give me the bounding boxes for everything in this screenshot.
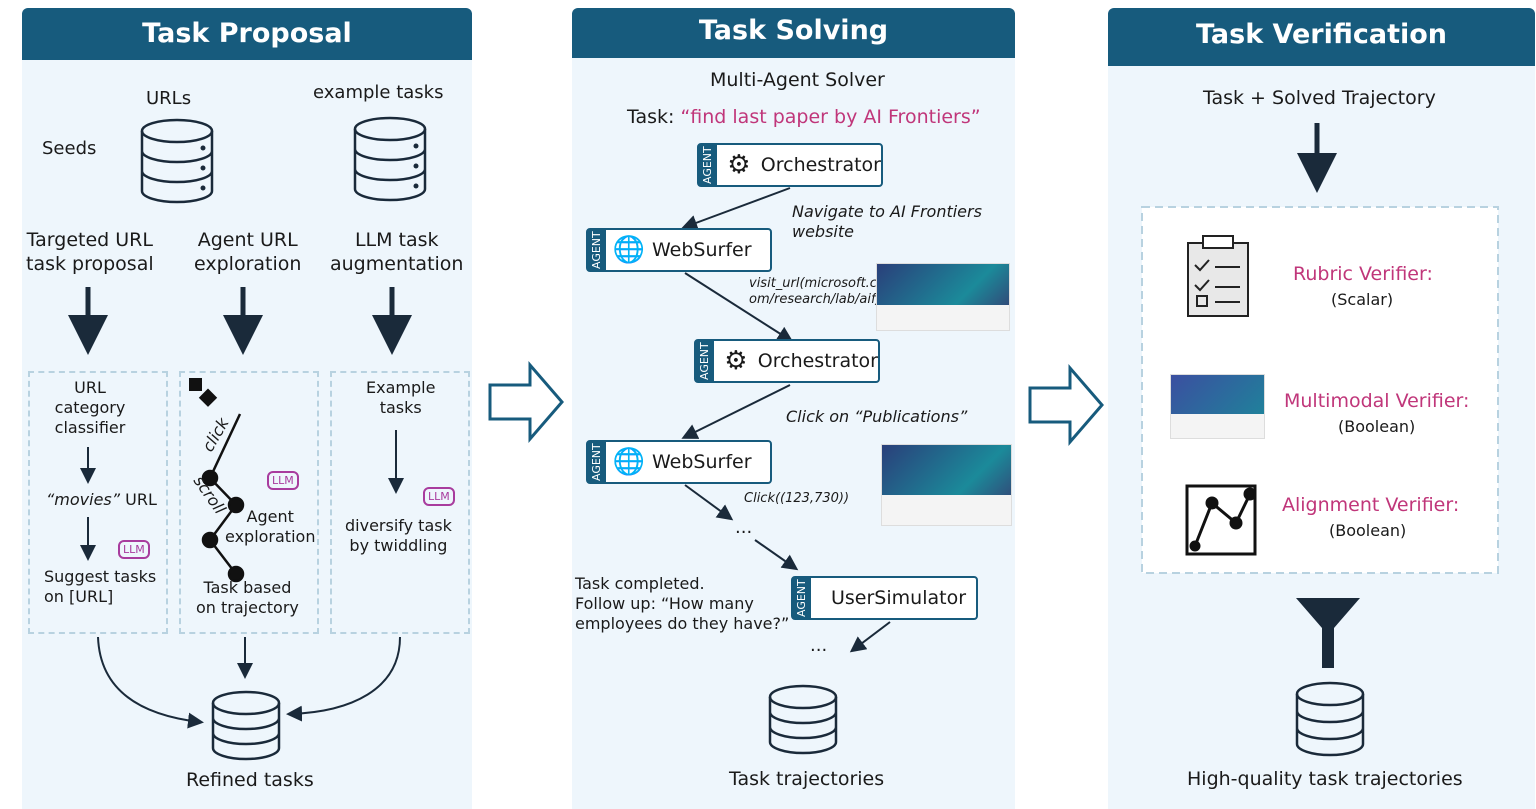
agent-exploration-text: Agent exploration [225,507,316,546]
globe-icon: 🌐 [612,235,646,265]
task-solving-panel: Task Solving [572,8,1015,809]
task-verification-title: Task Verification [1108,8,1535,66]
ellipsis: ... [735,517,753,538]
globe-icon: 🌐 [612,447,646,477]
alignment-graph-icon [1185,484,1257,556]
step-visit-url: visit_url(microsoft.c om/research/lab/ai… [749,276,881,308]
task-solving-title: Task Solving [572,8,1015,58]
exploration-path-icon [201,413,245,583]
gear-icon: ⚙ [724,346,748,376]
multi-agent-solver-label: Multi-Agent Solver [710,69,885,91]
screenshots-stack-icon [1170,374,1265,439]
gear-icon: ⚙ [727,150,751,180]
llm-icon: LLM [267,471,299,490]
usersimulator-agent: AGENT UserSimulator [791,576,978,620]
task-text: “find last paper by AI Frontiers” [680,106,981,128]
agent-name: WebSurfer [652,239,752,261]
urls-label: URLs [146,88,192,109]
diversify-text: diversify task by twiddling [345,516,452,555]
webpage-screenshot [881,444,1012,526]
agent-name: UserSimulator [831,587,967,609]
movies-quote: “movies” [46,490,121,509]
seeds-label: Seeds [42,138,97,159]
llm-icon: LLM [118,540,150,559]
task-completed-text: Task completed. Follow up: “How many emp… [575,574,790,633]
dice-icon [189,378,218,407]
websurfer-agent-1: AGENT 🌐 WebSurfer [586,228,772,272]
agent-name: Orchestrator [760,154,881,176]
targeted-url-label: Targeted URL task proposal [26,229,154,275]
database-icon [140,116,1365,761]
agent-name: Orchestrator [757,350,878,372]
high-quality-label: High-quality task trajectories [1187,768,1463,790]
task-prompt: Task: “find last paper by AI Frontiers” [627,106,981,130]
orchestrator-agent-1: AGENT ⚙ Orchestrator [697,143,883,187]
agent-tag: AGENT [588,442,606,482]
agent-tag: AGENT [793,578,811,618]
movies-url-text: “movies” URL [46,490,157,510]
agent-tag: AGENT [696,341,714,381]
llm-augmentation-label: LLM task augmentation [330,229,464,275]
targeted-url-box [28,371,168,634]
example-tasks-text: Example tasks [366,378,436,417]
llm-augmentation-box [330,371,470,634]
orchestrator-agent-2: AGENT ⚙ Orchestrator [694,339,880,383]
db-urls [140,118,214,204]
agent-name: WebSurfer [652,451,752,473]
suggest-tasks-text: Suggest tasks on [URL] [44,567,157,606]
agent-tag: AGENT [699,145,717,185]
url-classifier-text: URL category classifier [54,378,126,437]
agent-tag: AGENT [588,230,606,270]
webpage-screenshot [876,263,1010,331]
step-click-coords: Click((123,730)) [744,491,850,506]
alignment-verifier-name: Alignment Verifier: [1282,494,1460,516]
step-navigate: Navigate to AI Frontiers website [792,202,982,241]
hollow-arrow-icon [488,360,1104,447]
step-click-publications: Click on “Publications” [786,407,968,426]
refined-tasks-label: Refined tasks [186,769,314,791]
multimodal-verifier-type: (Boolean) [1338,417,1416,436]
websurfer-agent-2: AGENT 🌐 WebSurfer [586,440,772,484]
multimodal-verifier-name: Multimodal Verifier: [1284,390,1470,412]
task-trajectories-label: Task trajectories [729,768,885,790]
agent-exploration-box [179,371,319,634]
llm-icon: LLM [423,487,455,506]
task-label: Task: [627,106,681,128]
rubric-verifier-type: (Scalar) [1331,290,1394,309]
rubric-verifier-name: Rubric Verifier: [1293,263,1433,285]
clipboard-checklist-icon [1187,235,1249,317]
funnel-icon [1296,598,1360,668]
example-tasks-label: example tasks [313,82,444,103]
movies-url-rest: URL [120,490,157,509]
verification-input-label: Task + Solved Trajectory [1203,87,1436,109]
arrow-down-icon [68,123,1337,355]
task-proposal-title: Task Proposal [22,8,472,60]
alignment-verifier-type: (Boolean) [1329,521,1407,540]
agent-url-label: Agent URL exploration [194,229,302,275]
ellipsis: ... [810,635,828,656]
task-based-text: Task based on trajectory [196,578,299,617]
